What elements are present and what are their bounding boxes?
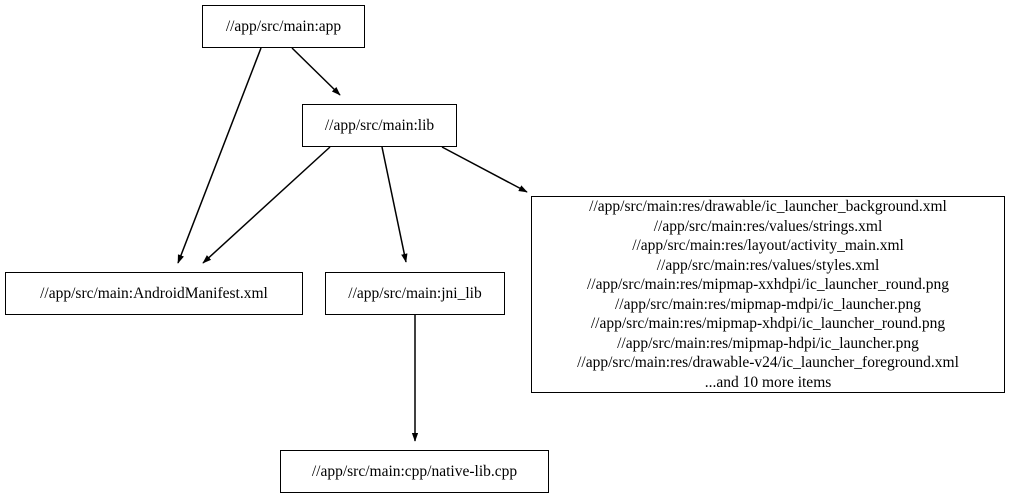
node-jni-lib-label: //app/src/main:jni_lib bbox=[348, 284, 482, 302]
node-android-manifest-label: //app/src/main:AndroidManifest.xml bbox=[40, 284, 268, 302]
node-android-manifest[interactable]: //app/src/main:AndroidManifest.xml bbox=[5, 272, 303, 315]
node-lib-label: //app/src/main:lib bbox=[324, 116, 435, 134]
node-jni-lib[interactable]: //app/src/main:jni_lib bbox=[325, 272, 505, 315]
node-app[interactable]: //app/src/main:app bbox=[202, 5, 365, 48]
node-native-lib-cpp-label: //app/src/main:cpp/native-lib.cpp bbox=[311, 462, 518, 480]
edge-lib-to-resources bbox=[441, 146, 528, 193]
node-lib[interactable]: //app/src/main:lib bbox=[302, 104, 457, 147]
edge-app-to-lib bbox=[291, 47, 341, 96]
node-resources[interactable]: //app/src/main:res/drawable/ic_launcher_… bbox=[531, 196, 1005, 393]
edge-app-to-manifest bbox=[177, 47, 262, 264]
edge-lib-to-jni-lib bbox=[381, 146, 408, 263]
node-native-lib-cpp[interactable]: //app/src/main:cpp/native-lib.cpp bbox=[280, 450, 549, 493]
node-app-label: //app/src/main:app bbox=[225, 17, 342, 35]
node-resources-label: //app/src/main:res/drawable/ic_launcher_… bbox=[577, 198, 959, 391]
edge-lib-to-manifest bbox=[202, 146, 331, 264]
